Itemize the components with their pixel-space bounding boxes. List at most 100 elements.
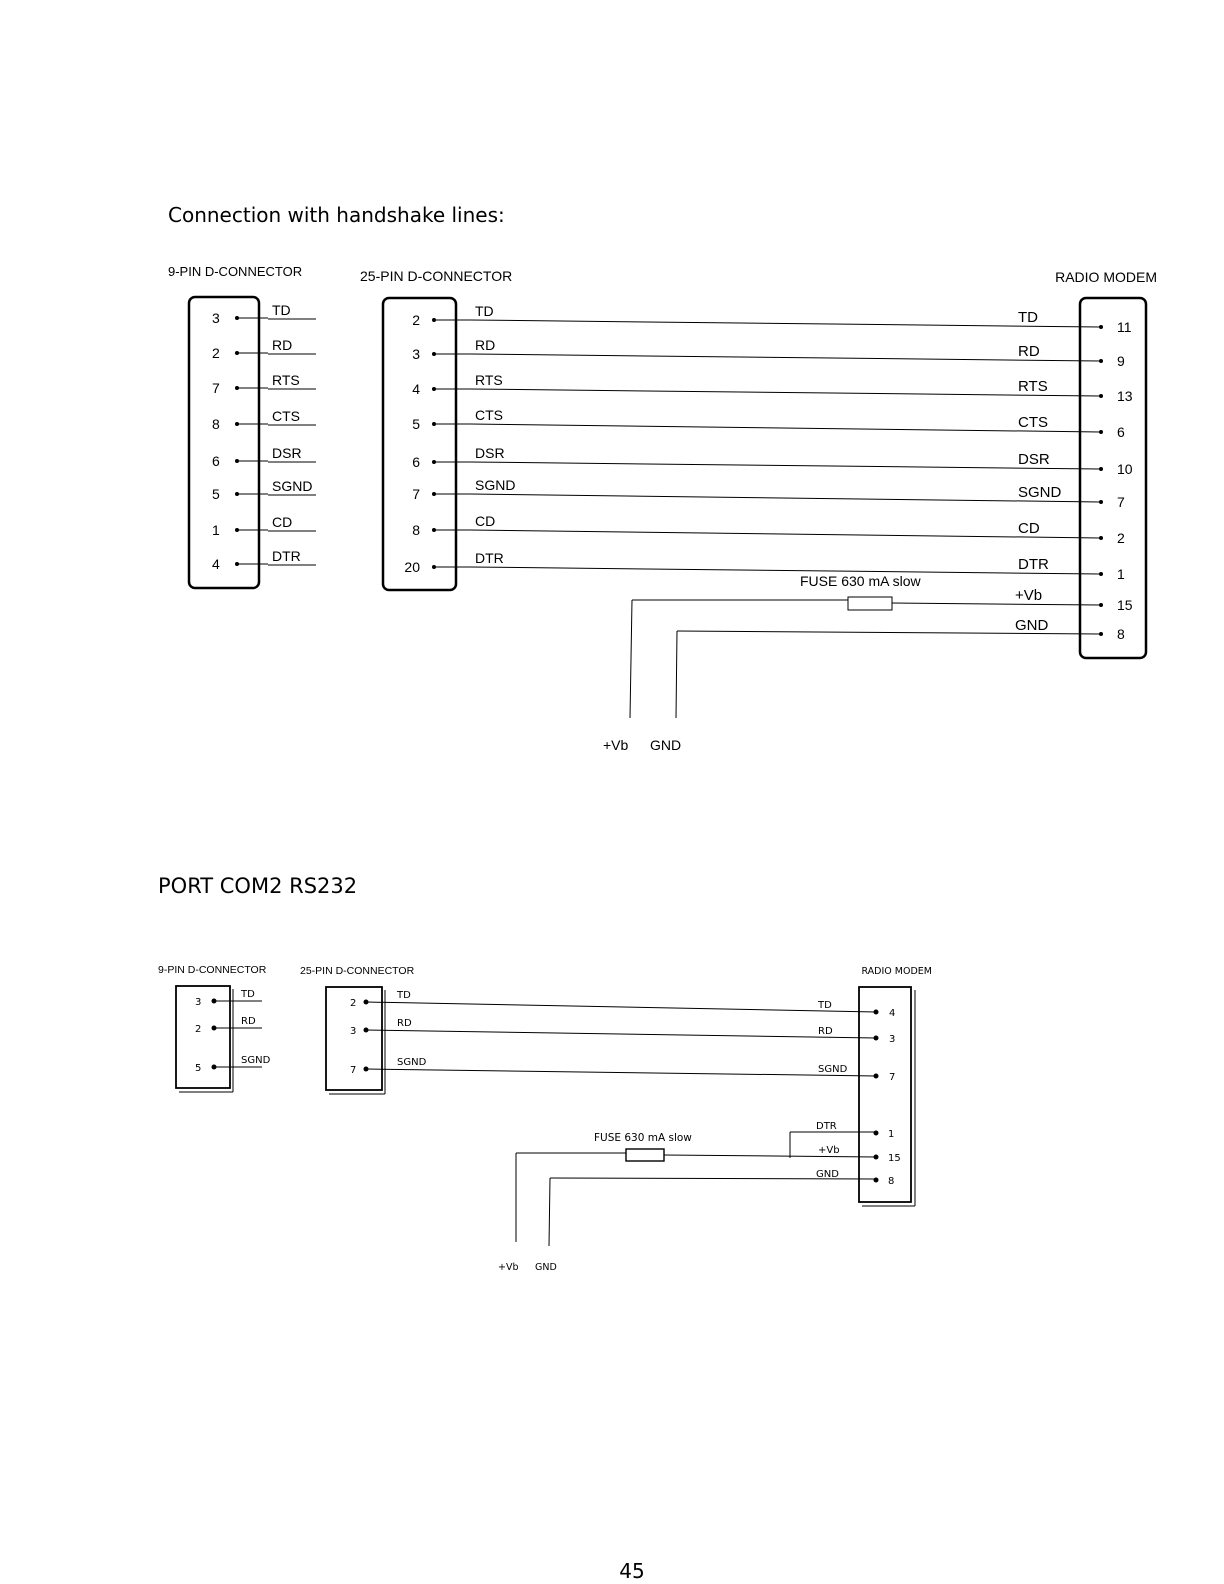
section1-25pin-number: 8 [412, 522, 420, 538]
section2-modem-pin-dot [873, 1130, 879, 1136]
section2-modem-pin-dot [873, 1154, 879, 1160]
section1-25pin-signal-label: DSR [475, 445, 505, 461]
section2-modem-signal-label: SGND [818, 1064, 848, 1075]
section2-25pin-connector-body [325, 986, 386, 1095]
section1-9pin-number: 6 [212, 453, 220, 469]
section1-signal-wire [469, 529, 1101, 539]
section1-25pin-number: 5 [412, 416, 420, 432]
section1-signal-wire [469, 319, 1101, 328]
section2-9pin-signal-label: RD [241, 1016, 256, 1027]
section1-signal-wire [469, 566, 1101, 575]
section1-fuse-label: FUSE 630 mA slow [800, 573, 921, 589]
section2-9pin-number: 3 [195, 997, 201, 1008]
section2-gnd-wire [549, 1177, 877, 1180]
section1-9pin-number: 4 [212, 556, 220, 572]
section1-25pin-number: 6 [412, 454, 420, 470]
section2-gnd-label: GND [816, 1169, 839, 1180]
section1-9pin-signal-label: SGND [272, 478, 312, 494]
section1-25pin-signal-label: SGND [475, 477, 515, 493]
section1-header-modem: RADIO MODEM [1055, 269, 1157, 285]
section2-25pin-number: 7 [350, 1065, 356, 1076]
section1-modem-pin-dot [1099, 325, 1103, 329]
section2-modem-connector-body [858, 986, 916, 1207]
section2-modem-pin-number: 3 [889, 1034, 895, 1045]
section1-modem-signal-label: CD [1018, 520, 1040, 537]
section1-fuse-symbol [847, 596, 893, 611]
section2-modem-pin-dot [873, 1009, 879, 1015]
section1-signal-wire [469, 388, 1101, 397]
section1-modem-pin-dot [1099, 603, 1103, 607]
section1-modem-signal-label: SGND [1018, 484, 1062, 501]
section1-signal-wire [469, 461, 1101, 470]
page-number: 45 [619, 1559, 644, 1583]
section1-25pin-number: 3 [412, 346, 420, 362]
section2-signal-wire [365, 1029, 877, 1039]
section1-25pin-number: 2 [412, 312, 420, 328]
section1-vb-wire-modem [891, 602, 1101, 606]
section1-modem-signal-label: DSR [1018, 451, 1050, 468]
section2-vb-label: +Vb [818, 1145, 840, 1156]
section2-signal-wire [365, 1001, 877, 1013]
section2-9pin-signal-label: TD [240, 989, 255, 1000]
section2-power-section: FUSE 630 mA slow DTR +Vb GND 1 15 8 +Vb … [498, 1121, 901, 1273]
section1-signal-wire [469, 423, 1101, 433]
section1-modem-pin-dot [1099, 632, 1103, 636]
section2-modem-pin-number: 4 [889, 1008, 895, 1019]
section1-modem-pin-number: 9 [1117, 353, 1125, 369]
section2-bottom-gnd-label: GND [535, 1262, 557, 1273]
section1-modem-pin-number: 13 [1117, 388, 1133, 404]
section1-modem-pin-dot [1099, 572, 1103, 576]
section1-gnd-label: GND [1015, 617, 1049, 634]
section1-title: Connection with handshake lines: [168, 203, 505, 227]
section2-fuse-symbol [625, 1148, 665, 1162]
section2-gnd-drop [548, 1177, 551, 1247]
section1-25pin-signal-label: RD [475, 337, 495, 353]
section1-9pin-number: 2 [212, 345, 220, 361]
section1-25pin-signal-label: CD [475, 513, 495, 529]
section1-vb-label: +Vb [1015, 587, 1042, 604]
section1-25pin-number: 20 [404, 559, 420, 575]
section1-modem-signal-label: RD [1018, 343, 1040, 360]
section1-modem-pin-dot [1099, 394, 1103, 398]
section1-gnd-drop [675, 630, 678, 719]
section2-modem-pin-dtr: 1 [888, 1129, 894, 1140]
section2-modem-pin-dot [873, 1073, 879, 1079]
section1-modem-pin-gnd: 8 [1117, 626, 1125, 642]
section1-25pin-signal-label: RTS [475, 372, 503, 388]
section1-9pin-signal-label: TD [272, 302, 291, 318]
section1-9pin-signal-label: DSR [272, 445, 302, 461]
section2-25pin-number: 2 [350, 998, 356, 1009]
section2-modem-pin-dot [873, 1035, 879, 1041]
section2-vb-wire-modem [663, 1154, 877, 1158]
section1-bottom-gnd-label: GND [650, 737, 681, 753]
section2-dtr-label: DTR [816, 1121, 837, 1132]
section1-modem-pin-dot [1099, 500, 1103, 504]
section2-modem-signal-label: TD [817, 1000, 832, 1011]
section1-9pin-number: 8 [212, 416, 220, 432]
section2-modem-signal-label: RD [818, 1026, 833, 1037]
section1-modem-pin-number: 1 [1117, 566, 1125, 582]
section2-9pin-number: 2 [195, 1024, 201, 1035]
section1-signal-wire [469, 353, 1101, 362]
section1-vb-drop [629, 599, 633, 719]
section2-modem-pin-gnd: 8 [888, 1176, 894, 1187]
section2-header-9pin: 9-PIN D-CONNECTOR [158, 964, 267, 976]
section1-modem-pin-dot [1099, 536, 1103, 540]
section2-title: PORT COM2 RS232 [158, 874, 357, 898]
section1-modem-signal-label: CTS [1018, 414, 1048, 431]
section2-9pin-number: 5 [195, 1063, 201, 1074]
section1-modem-pin-number: 6 [1117, 424, 1125, 440]
section2-25pin-signal-label: SGND [397, 1057, 427, 1068]
section1-modem-pin-number: 10 [1117, 461, 1133, 477]
section2-25pin-number: 3 [350, 1026, 356, 1037]
section1-modem-signal-label: DTR [1018, 556, 1049, 573]
section2-25pin-signal-label: RD [397, 1018, 412, 1029]
section2-header-modem: RADIO MODEM [861, 966, 932, 977]
section1-modem-pin-number: 2 [1117, 530, 1125, 546]
section2-modem-pin-number: 7 [889, 1072, 895, 1083]
section1-9pin-signal-label: DTR [272, 548, 301, 564]
section1-25pin-connector-body [381, 296, 458, 592]
